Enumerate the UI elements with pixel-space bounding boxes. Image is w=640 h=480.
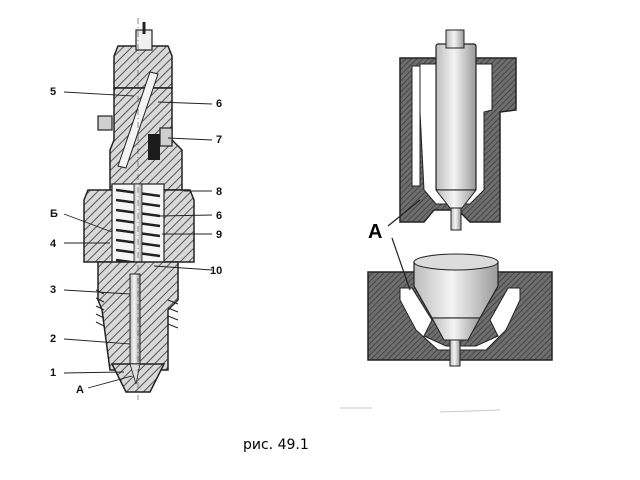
figure-caption: рис. 49.1 xyxy=(243,437,309,453)
scan-marks xyxy=(340,407,501,413)
callout-4: 4 xyxy=(50,238,57,250)
callout-1: 1 xyxy=(50,367,57,379)
seat-detail xyxy=(367,253,553,367)
callout-7: 7 xyxy=(216,134,223,146)
callout-6-lower: 6 xyxy=(216,210,223,222)
callout-10: 10 xyxy=(210,265,223,277)
callout-2: 2 xyxy=(50,333,57,345)
detail-leaders xyxy=(387,199,421,291)
injector-section xyxy=(83,18,195,400)
callout-A: А xyxy=(76,384,84,396)
sprayer-top xyxy=(399,29,517,231)
leader-lines xyxy=(63,91,213,389)
callout-6-upper: 6 xyxy=(216,98,223,110)
callout-9: 9 xyxy=(216,229,223,241)
thread xyxy=(95,289,179,329)
callout-5: 5 xyxy=(50,86,57,98)
detail-label-A: А xyxy=(368,221,383,243)
callout-3: 3 xyxy=(50,284,57,296)
callout-8: 8 xyxy=(216,186,223,198)
callout-B: Б xyxy=(50,208,58,220)
